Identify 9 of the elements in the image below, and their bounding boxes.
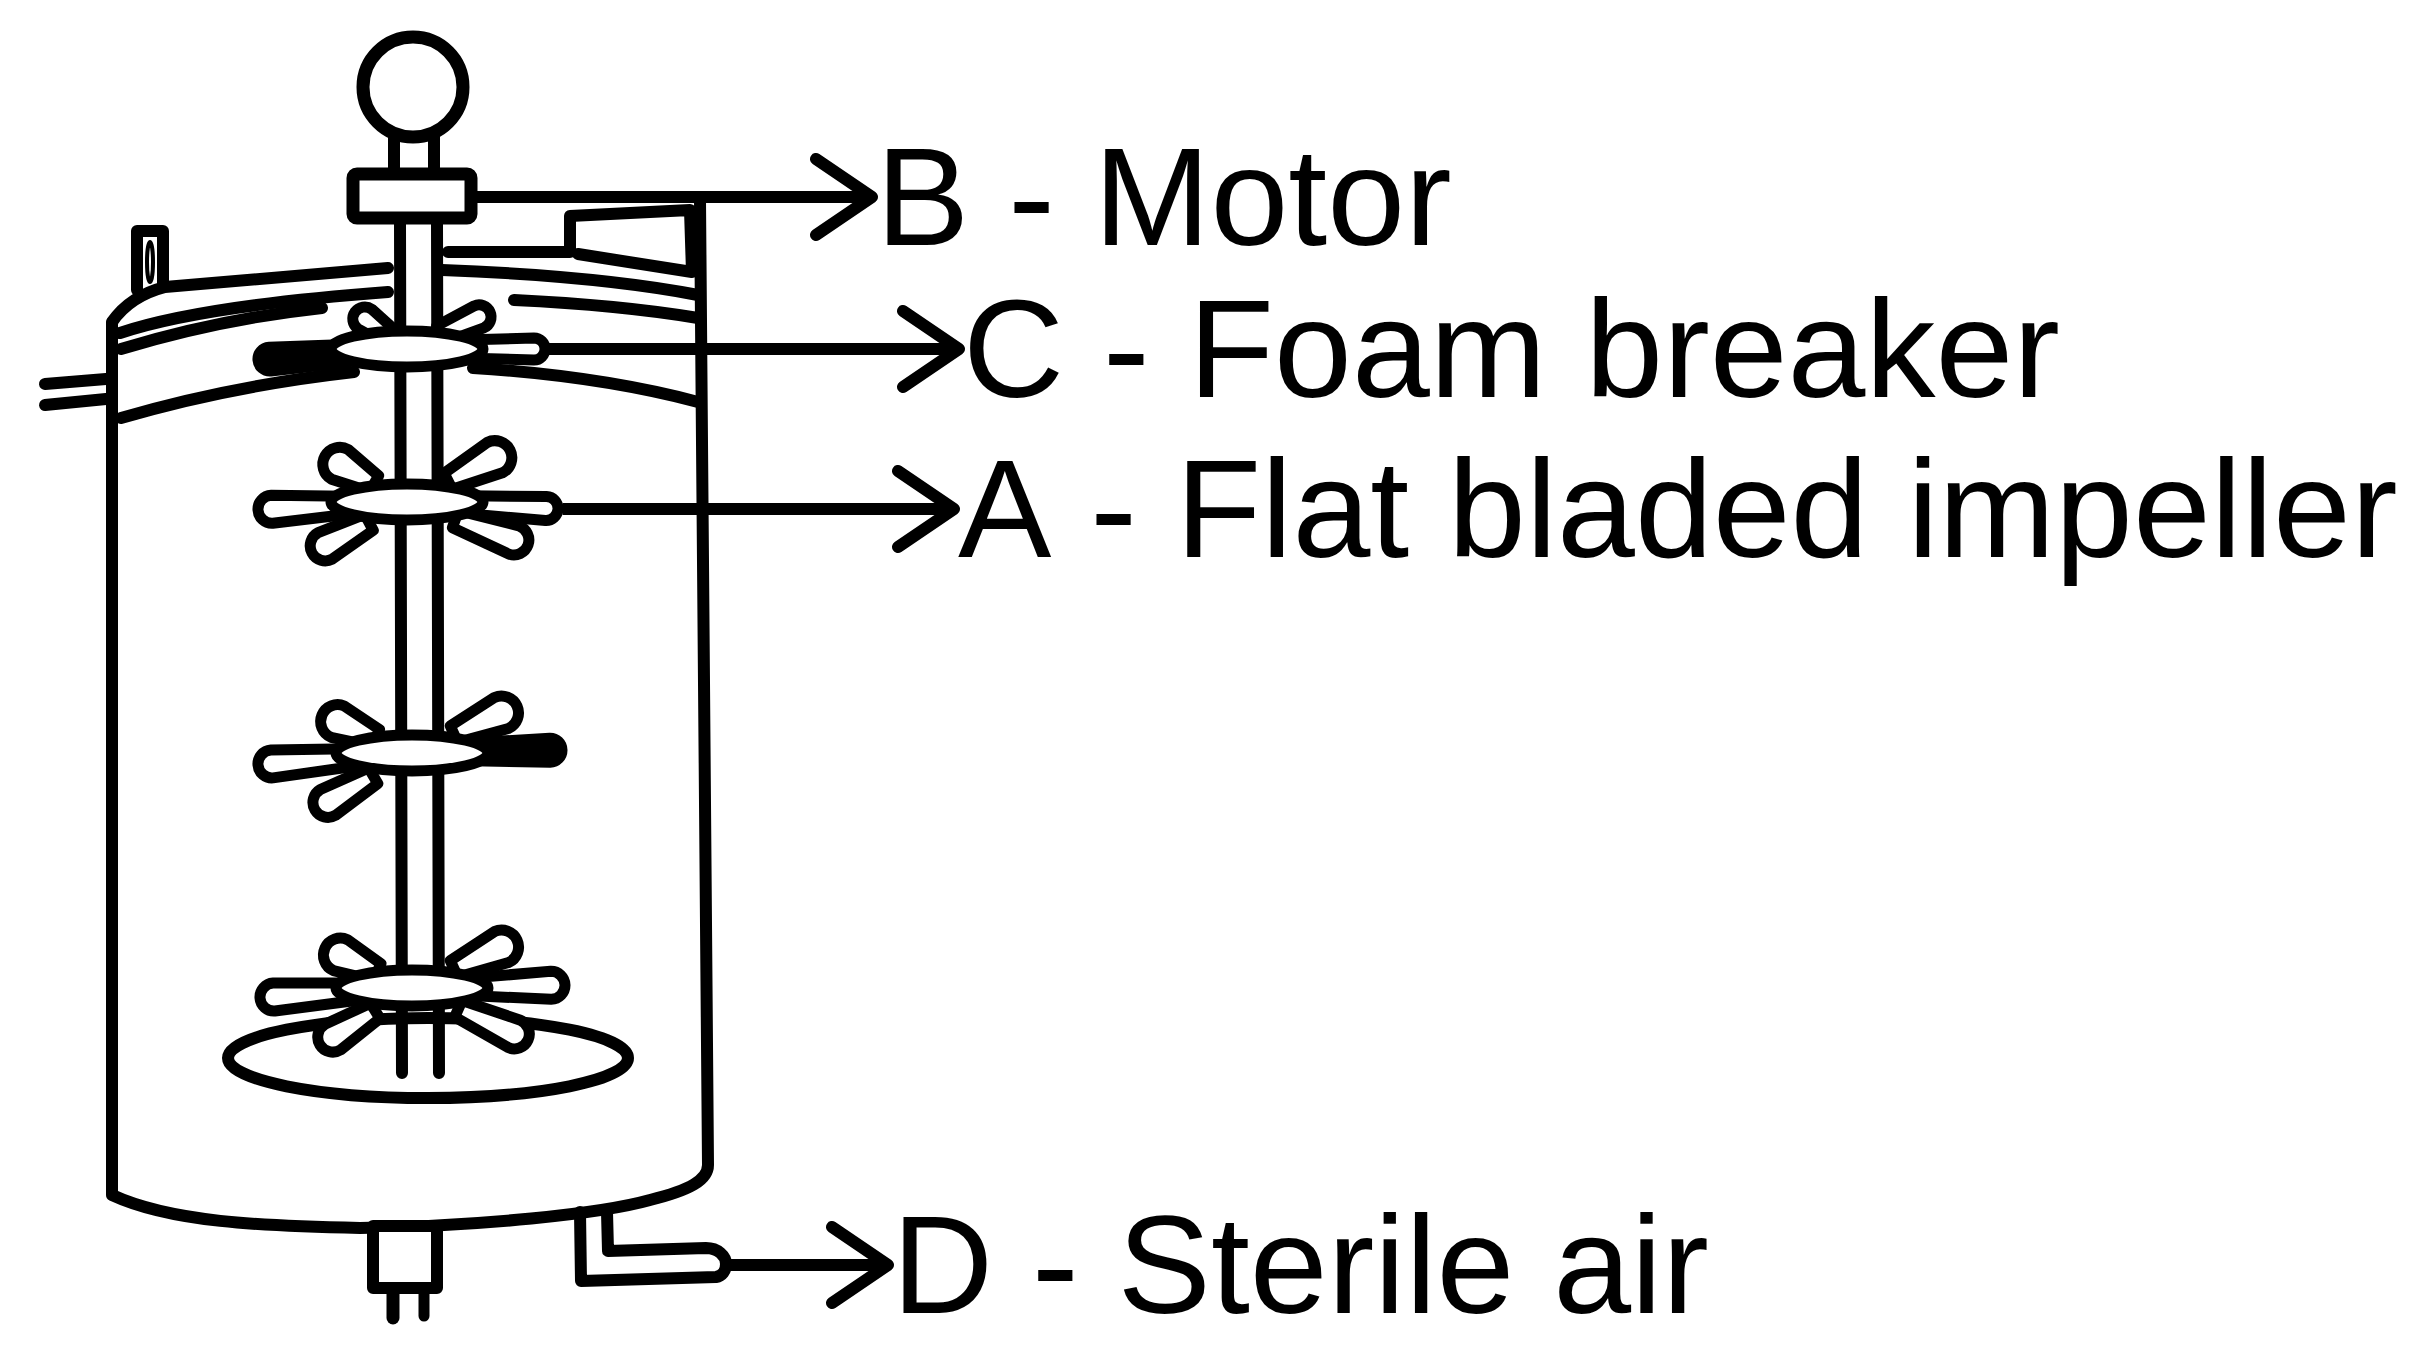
impeller	[252, 435, 564, 567]
leader-arrow	[562, 465, 960, 553]
part-label: D - Sterile air	[892, 1181, 1709, 1349]
air-outlet-pipe	[574, 1206, 732, 1287]
motor	[346, 30, 478, 225]
leader-arrow	[730, 1221, 894, 1309]
leader-arrow	[549, 305, 965, 393]
foam-breaker	[252, 299, 551, 377]
leader-arrow	[475, 153, 878, 241]
